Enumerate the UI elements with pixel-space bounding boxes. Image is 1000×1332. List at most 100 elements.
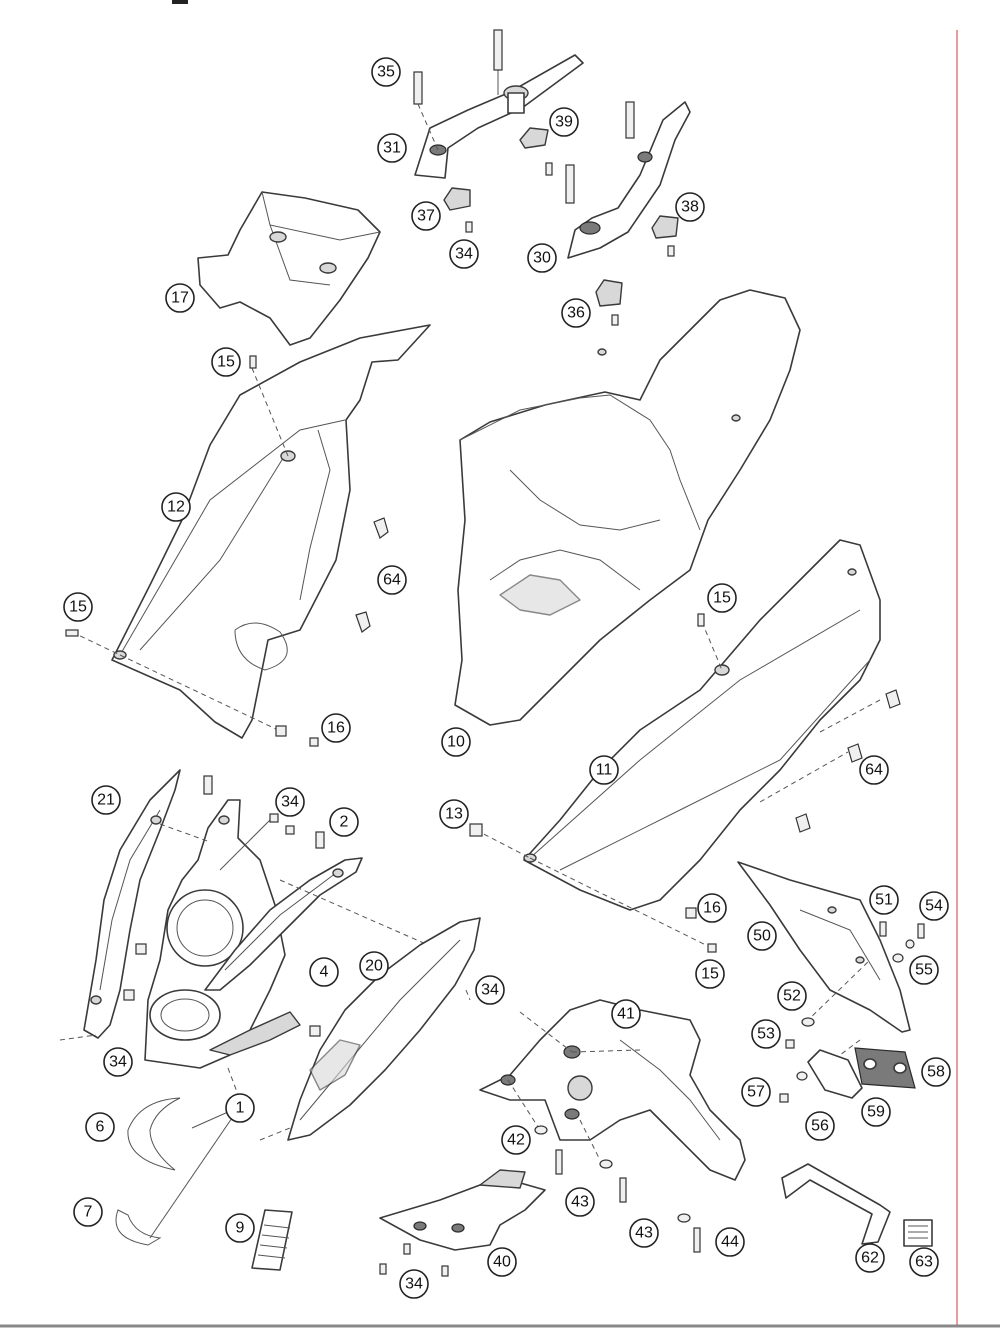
svg-text:42: 42 bbox=[507, 1132, 525, 1149]
svg-text:63: 63 bbox=[915, 1254, 933, 1271]
leader-7 bbox=[149, 1117, 233, 1239]
svg-text:54: 54 bbox=[925, 898, 943, 915]
part-9-reflector-strip bbox=[251, 1209, 293, 1271]
svg-text:15: 15 bbox=[69, 599, 87, 616]
part-39-clip bbox=[519, 127, 549, 149]
svg-text:15: 15 bbox=[217, 354, 235, 371]
callout-15-a: 15 bbox=[211, 347, 241, 377]
svg-text:15: 15 bbox=[701, 966, 719, 983]
part-38-clip bbox=[651, 215, 679, 257]
callout-38: 38 bbox=[675, 192, 705, 222]
svg-text:13: 13 bbox=[445, 806, 463, 823]
svg-text:64: 64 bbox=[383, 572, 401, 589]
leader-front-2 bbox=[259, 1127, 291, 1141]
callout-35: 35 bbox=[371, 57, 401, 87]
part-6-lens bbox=[127, 1097, 181, 1171]
svg-text:43: 43 bbox=[635, 1225, 653, 1242]
svg-text:30: 30 bbox=[533, 250, 551, 267]
svg-text:50: 50 bbox=[753, 928, 771, 945]
part-50-plate-bracket bbox=[737, 861, 925, 1071]
part-58-reflector bbox=[854, 1047, 916, 1089]
svg-text:21: 21 bbox=[97, 792, 115, 809]
part-40-under-tray bbox=[379, 1169, 546, 1277]
part-41-rear-hugger bbox=[479, 999, 746, 1253]
callout-15-b: 15 bbox=[63, 592, 93, 622]
part-21-front-side-cover bbox=[83, 769, 181, 1039]
svg-text:38: 38 bbox=[681, 199, 699, 216]
svg-text:62: 62 bbox=[861, 1250, 879, 1267]
callout-31: 31 bbox=[377, 133, 407, 163]
svg-text:40: 40 bbox=[493, 1254, 511, 1271]
leader-6 bbox=[191, 1111, 229, 1129]
svg-text:36: 36 bbox=[567, 305, 585, 322]
callout-21: 21 bbox=[91, 785, 121, 815]
callout-15-c: 15 bbox=[707, 583, 737, 613]
callout-54: 54 bbox=[919, 891, 949, 921]
callout-34-a: 34 bbox=[449, 239, 479, 269]
svg-text:52: 52 bbox=[783, 988, 801, 1005]
svg-text:15: 15 bbox=[713, 590, 731, 607]
svg-text:1: 1 bbox=[236, 1100, 245, 1117]
svg-text:16: 16 bbox=[703, 900, 721, 917]
callout-41: 41 bbox=[611, 999, 641, 1029]
callout-16-a: 16 bbox=[321, 713, 351, 743]
callout-56: 56 bbox=[805, 1111, 835, 1141]
svg-text:56: 56 bbox=[811, 1118, 829, 1135]
svg-text:53: 53 bbox=[757, 1026, 775, 1043]
svg-text:11: 11 bbox=[596, 762, 613, 779]
part-59-reflector-bracket bbox=[779, 1049, 863, 1103]
callout-50: 50 bbox=[747, 921, 777, 951]
svg-text:31: 31 bbox=[383, 140, 401, 157]
svg-text:34: 34 bbox=[481, 982, 499, 999]
callout-37: 37 bbox=[411, 201, 441, 231]
callout-43-b: 43 bbox=[629, 1218, 659, 1248]
svg-text:34: 34 bbox=[405, 1276, 423, 1293]
callout-20: 20 bbox=[359, 951, 389, 981]
svg-text:41: 41 bbox=[617, 1006, 635, 1023]
part-11-side-panel-right bbox=[469, 539, 901, 953]
callout-10: 10 bbox=[441, 727, 471, 757]
part-1-headlight-mask bbox=[144, 799, 301, 1069]
svg-text:16: 16 bbox=[327, 720, 345, 737]
callout-64-a: 64 bbox=[377, 565, 407, 595]
callouts: 35 31 39 37 34 38 30 17 36 15 12 15 64 1… bbox=[63, 57, 951, 1299]
svg-text:35: 35 bbox=[377, 64, 395, 81]
callout-11: 11 bbox=[589, 755, 619, 785]
part-31-handle-left bbox=[413, 29, 584, 179]
callout-16-b: 16 bbox=[697, 893, 727, 923]
callout-13: 13 bbox=[439, 799, 469, 829]
svg-text:7: 7 bbox=[84, 1204, 93, 1221]
callout-6: 6 bbox=[85, 1112, 115, 1142]
callout-55: 55 bbox=[909, 955, 939, 985]
svg-text:43: 43 bbox=[571, 1194, 589, 1211]
svg-text:2: 2 bbox=[340, 814, 349, 831]
callout-34-d: 34 bbox=[103, 1047, 133, 1077]
callout-52: 52 bbox=[777, 981, 807, 1011]
svg-text:34: 34 bbox=[281, 794, 299, 811]
callout-53: 53 bbox=[751, 1019, 781, 1049]
callout-15-d: 15 bbox=[695, 959, 725, 989]
header-mark bbox=[172, 0, 188, 4]
svg-text:34: 34 bbox=[109, 1054, 127, 1071]
leader-front bbox=[59, 1034, 97, 1041]
svg-text:17: 17 bbox=[171, 290, 189, 307]
svg-text:20: 20 bbox=[365, 958, 383, 975]
svg-text:57: 57 bbox=[747, 1084, 765, 1101]
callout-64-b: 64 bbox=[859, 755, 889, 785]
svg-text:64: 64 bbox=[865, 762, 883, 779]
part-12-side-panel-left bbox=[65, 324, 431, 747]
callout-12: 12 bbox=[161, 492, 191, 522]
callout-1: 1 bbox=[225, 1093, 255, 1123]
svg-text:9: 9 bbox=[236, 1220, 245, 1237]
callout-34-c: 34 bbox=[475, 975, 505, 1005]
callout-44: 44 bbox=[715, 1227, 745, 1257]
svg-text:37: 37 bbox=[417, 208, 435, 225]
callout-63: 63 bbox=[909, 1247, 939, 1277]
callout-59: 59 bbox=[861, 1097, 891, 1127]
svg-text:34: 34 bbox=[455, 246, 473, 263]
part-2-upper-wing bbox=[123, 775, 436, 1037]
callout-58: 58 bbox=[921, 1057, 951, 1087]
part-62-holder bbox=[781, 1163, 891, 1245]
svg-text:44: 44 bbox=[721, 1234, 739, 1251]
svg-text:12: 12 bbox=[167, 499, 185, 516]
